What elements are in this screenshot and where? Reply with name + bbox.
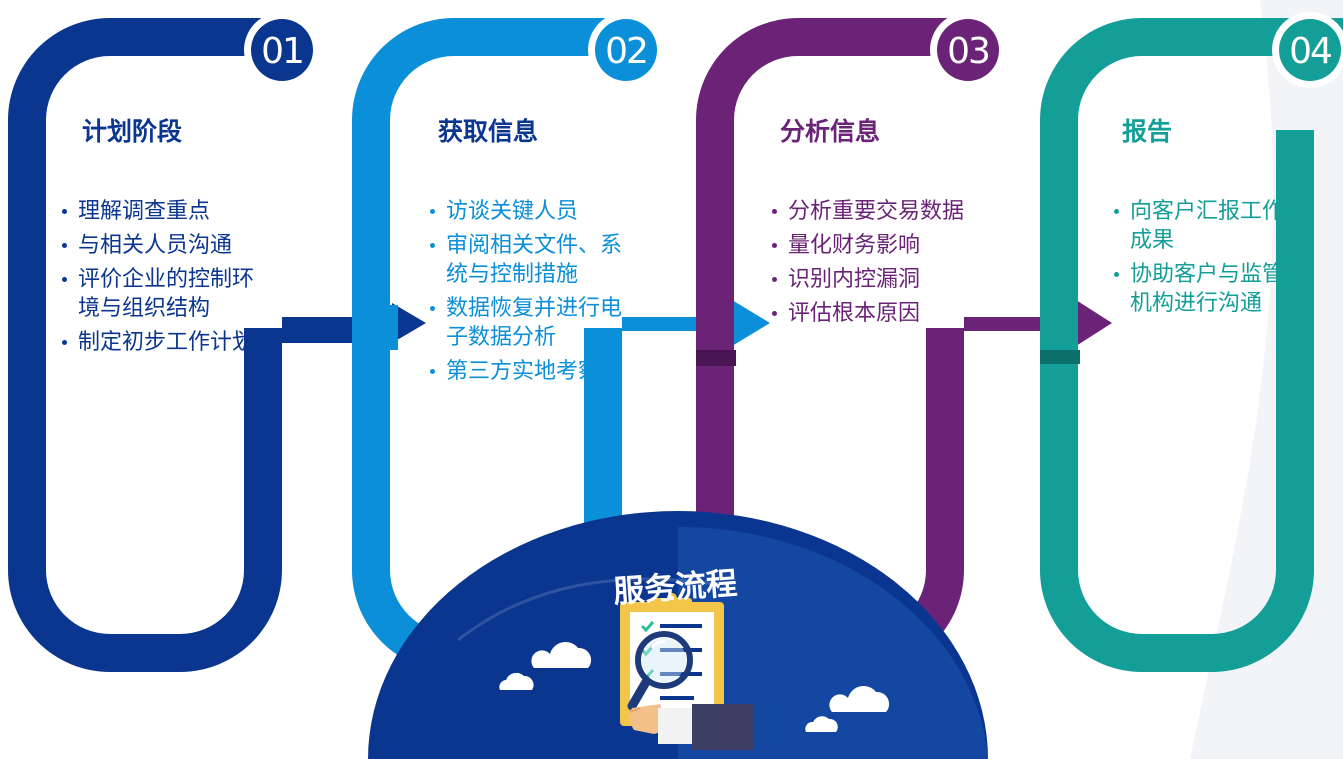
list-item: 分析重要交易数据: [770, 197, 970, 226]
list-item: 制定初步工作计划: [60, 328, 260, 357]
stage-1-list: 理解调查重点 与相关人员沟通 评价企业的控制环境与组织结构 制定初步工作计划: [60, 197, 260, 362]
list-item: 访谈关键人员: [428, 197, 628, 226]
stage-3-list: 分析重要交易数据 量化财务影响 识别内控漏洞 评估根本原因: [770, 197, 970, 333]
stage-1-number-badge: 01: [244, 12, 320, 88]
list-item: 数据恢复并进行电子数据分析: [428, 294, 628, 352]
list-item: 理解调查重点: [60, 197, 260, 226]
list-item: 第三方实地考察: [428, 357, 628, 386]
stage-3-title: 分析信息: [780, 117, 881, 146]
list-item: 与相关人员沟通: [60, 231, 260, 260]
stage-1-title: 计划阶段: [82, 117, 183, 146]
stage-2-number-badge: 02: [588, 12, 664, 88]
list-item: 协助客户与监管机构进行沟通: [1112, 260, 1302, 318]
list-item: 识别内控漏洞: [770, 265, 970, 294]
stage-2-number: 02: [605, 31, 647, 72]
stage-4-list: 向客户汇报工作成果 协助客户与监管机构进行沟通: [1112, 197, 1302, 323]
list-item: 评价企业的控制环境与组织结构: [60, 265, 260, 323]
stage-1-frame: [8, 18, 288, 672]
cloud-icon: [499, 672, 534, 690]
magnifier-icon: [627, 631, 693, 711]
cloud-icon: [805, 716, 838, 732]
stage-4-frame: [1040, 18, 1343, 672]
list-item: 审阅相关文件、系统与控制措施: [428, 231, 628, 289]
cloud-icon: [531, 641, 592, 668]
stage-1-number: 01: [261, 31, 303, 72]
hand-icon: [629, 704, 754, 750]
stage-4-number: 04: [1289, 31, 1331, 72]
stage-2-title: 获取信息: [438, 117, 539, 146]
clipboard-checklist-icon: [620, 593, 724, 726]
list-item: 向客户汇报工作成果: [1112, 197, 1302, 255]
list-item: 评估根本原因: [770, 299, 970, 328]
stage-3-number: 03: [947, 31, 989, 72]
list-item: 量化财务影响: [770, 231, 970, 260]
stage-4-title: 报告: [1122, 117, 1173, 146]
stage-2-list: 访谈关键人员 审阅相关文件、系统与控制措施 数据恢复并进行电子数据分析 第三方实…: [428, 197, 628, 391]
stage-4-number-badge: 04: [1272, 12, 1343, 88]
connector-arrow-3: [964, 300, 1112, 346]
cloud-icon: [829, 685, 890, 712]
stage-3-number-badge: 03: [930, 12, 1006, 88]
